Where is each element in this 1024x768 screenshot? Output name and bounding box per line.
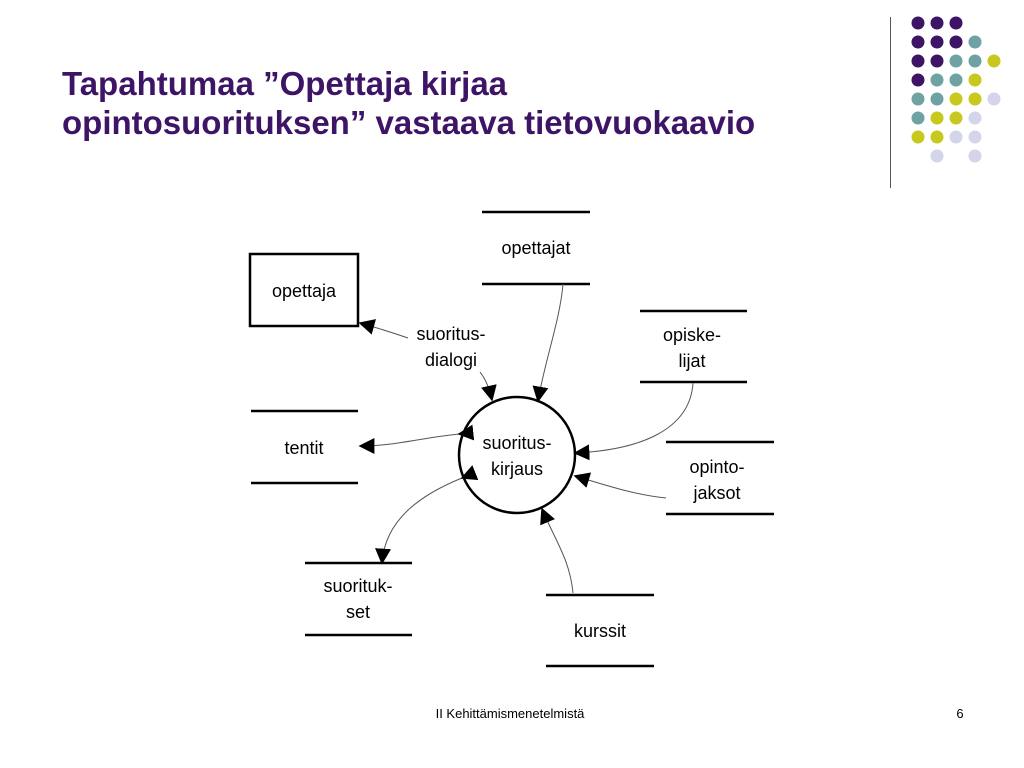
store-opettajat-label: opettajat [501,238,570,258]
entity-opettaja: opettaja [248,252,360,328]
flow-kurssit-to-process [540,507,574,594]
flow-opiskelijat-to-process [573,382,694,461]
flow-label-dialogi-line-2: dialogi [425,350,477,370]
footer-text: II Kehittämismenetelmistä [435,706,585,721]
store-opiskelijat: opiske- lijat [640,309,747,384]
store-kurssit-label: kurssit [574,621,626,641]
store-suoritukset-label-line-2: set [346,602,370,622]
flow-label-dialogi-line-1: suoritus- [416,324,485,344]
flow-dialog-to-process [479,371,497,402]
slide-title-line-1: Tapahtumaa ”Opettaja kirjaa [62,65,508,102]
data-flow-diagram: opettaja suoritus- kirjaus opettajat opi… [248,210,774,668]
flow-process-tentit [358,424,475,454]
page-number: 6 [956,706,964,721]
store-opintojaksot-label-line-1: opinto- [689,457,744,477]
store-tentit: tentit [251,409,358,485]
process-suorituskirjaus: suoritus- kirjaus [457,395,577,515]
flow-opintojaksot-to-process [573,472,667,499]
store-opintojaksot: opinto- jaksot [666,440,774,516]
slide-title-line-2: opintosuorituksen” vastaava tietovuokaav… [62,104,756,141]
process-label-line-2: kirjaus [491,459,543,479]
flow-opettajat-to-process [532,283,564,403]
store-opettajat: opettajat [482,210,590,286]
store-opintojaksot-label-line-2: jaksot [692,483,740,503]
store-suoritukset: suorituk- set [305,561,412,637]
entity-opettaja-label: opettaja [272,281,337,301]
store-tentit-label: tentit [284,438,323,458]
process-label-line-1: suoritus- [482,433,551,453]
decorative-vertical-line [890,17,891,188]
store-kurssit: kurssit [546,593,654,668]
flow-process-suoritukset [375,465,479,565]
store-opiskelijat-label-line-1: opiske- [663,325,721,345]
flow-dialog-to-opettaja [358,319,409,339]
slide-title: Tapahtumaa ”Opettaja kirjaa opintosuorit… [62,64,882,142]
store-opiskelijat-label-line-2: lijat [678,351,705,371]
store-suoritukset-label-line-1: suorituk- [323,576,392,596]
